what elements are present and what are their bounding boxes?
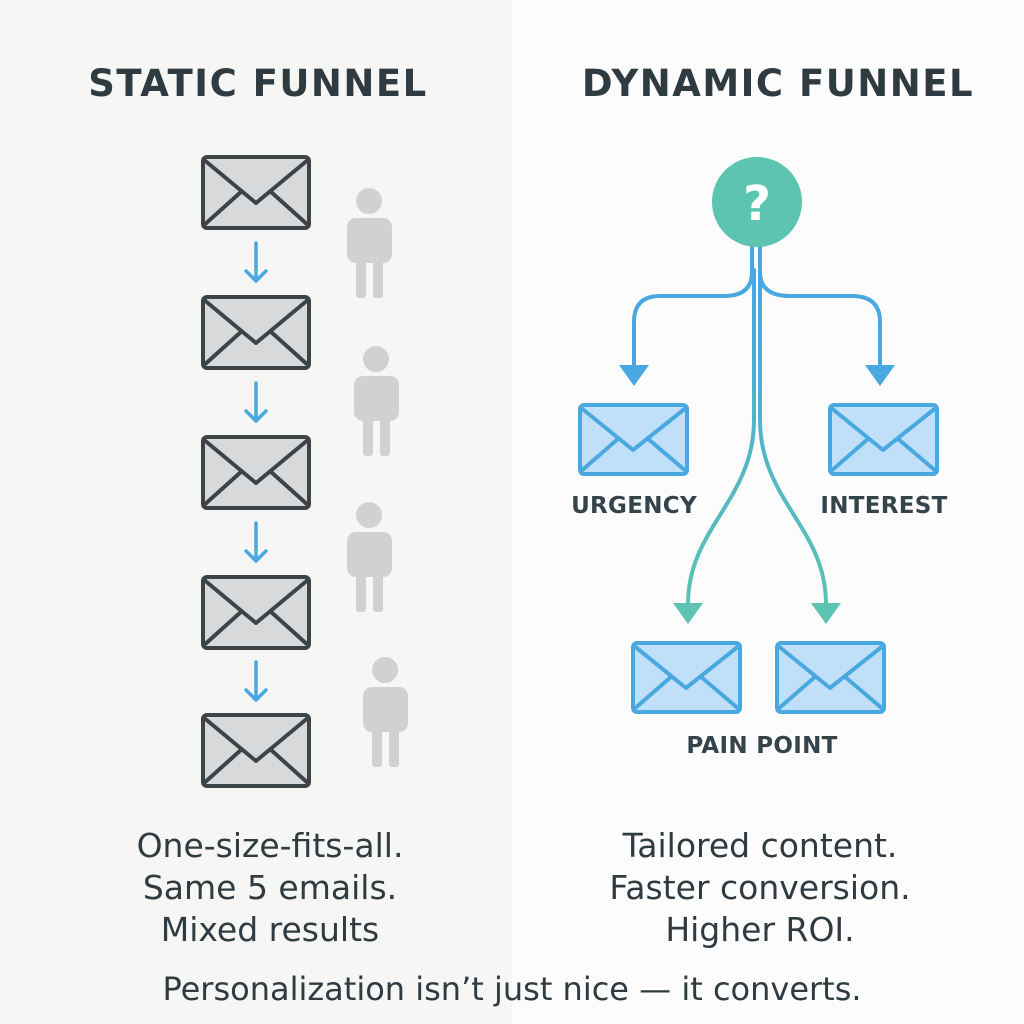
envelope-icon-pain-point-right	[775, 641, 886, 714]
label-urgency: URGENCY	[571, 493, 697, 519]
arrow-head-interest	[865, 365, 895, 386]
branch-paths	[632, 240, 882, 606]
static-funnel-title: STATIC FUNNEL	[88, 62, 428, 105]
arrow-head-urgency	[619, 365, 649, 386]
dynamic-funnel-caption: Tailored content. Faster conversion. Hig…	[530, 825, 990, 951]
footer-tagline: Personalization isn’t just nice — it con…	[162, 970, 862, 1008]
dynamic-funnel-title: DYNAMIC FUNNEL	[581, 62, 975, 105]
person-icon	[347, 502, 392, 612]
arrow-down-icon	[244, 381, 268, 423]
person-icon	[354, 346, 399, 456]
dynamic-caption-line: Tailored content.	[622, 826, 898, 865]
static-funnel-caption: One-size-fits-all. Same 5 emails. Mixed …	[40, 825, 500, 951]
envelope-icon-urgency	[578, 403, 689, 476]
label-interest: INTEREST	[820, 493, 948, 519]
arrow-down-icon	[244, 521, 268, 563]
person-icon	[347, 188, 392, 298]
dynamic-caption-line: Faster conversion.	[609, 868, 911, 907]
envelope-icon	[201, 295, 311, 370]
envelope-icon	[201, 435, 311, 510]
dynamic-caption-line: Higher ROI.	[665, 910, 855, 949]
label-pain-point: PAIN POINT	[686, 733, 838, 759]
static-caption-line: Mixed results	[160, 910, 380, 949]
envelope-icon	[201, 713, 311, 788]
arrow-down-icon	[244, 660, 268, 702]
arrow-head-pain-point-left	[673, 603, 703, 624]
question-mark: ?	[743, 176, 771, 232]
arrow-down-icon	[244, 241, 268, 283]
arrow-head-pain-point-right	[811, 603, 841, 624]
static-caption-line: Same 5 emails.	[142, 868, 398, 907]
envelope-icon	[201, 155, 311, 230]
envelope-icon-interest	[828, 403, 939, 476]
person-icon	[363, 657, 408, 767]
question-circle-icon: ?	[712, 157, 802, 247]
envelope-icon-pain-point-left	[631, 641, 742, 714]
static-caption-line: One-size-fits-all.	[136, 826, 404, 865]
envelope-icon	[201, 575, 311, 650]
